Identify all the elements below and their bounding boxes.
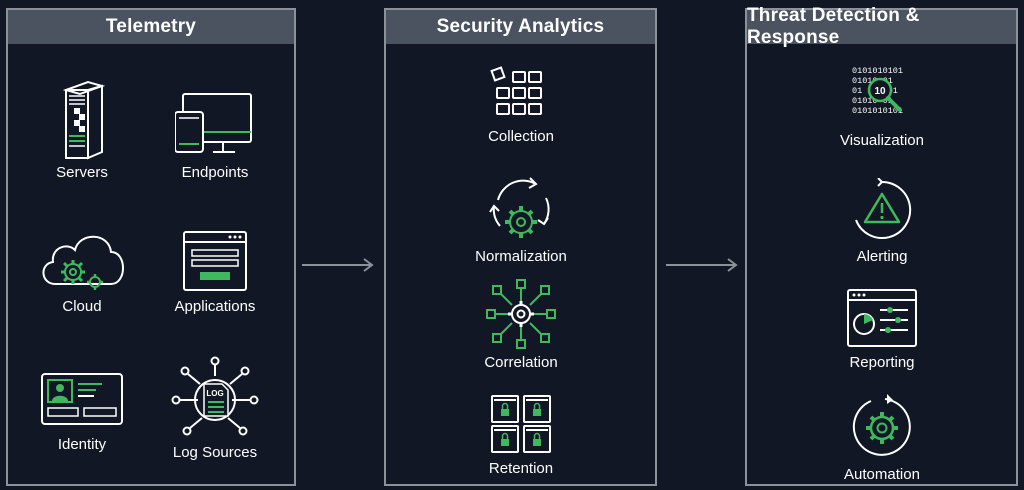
collection-icon bbox=[490, 66, 542, 115]
item-label: Servers bbox=[56, 164, 108, 181]
threat-detection-title: Threat Detection & Response bbox=[747, 5, 1016, 48]
item-label: Correlation bbox=[484, 354, 558, 371]
item-correlation: Correlation bbox=[451, 278, 591, 371]
item-collection: Collection bbox=[451, 66, 591, 145]
security-analytics-panel: Security Analytics Collection bbox=[384, 8, 657, 486]
identity-card-icon bbox=[41, 373, 123, 425]
item-identity: Identity bbox=[12, 372, 152, 453]
correlation-icon bbox=[486, 279, 556, 349]
cloud-icon bbox=[42, 235, 124, 290]
applications-icon bbox=[183, 231, 247, 291]
item-label: Log Sources bbox=[172, 444, 258, 461]
item-servers: Servers bbox=[12, 80, 152, 181]
retention-icon bbox=[491, 395, 551, 453]
item-alerting: Alerting bbox=[812, 178, 952, 265]
item-label: Normalization bbox=[475, 248, 567, 265]
binary-line: 0101010101 bbox=[852, 106, 903, 116]
item-normalization: Normalization bbox=[451, 174, 591, 265]
telemetry-title: Telemetry bbox=[8, 10, 294, 44]
item-applications: Applications bbox=[145, 230, 285, 315]
item-label: Retention bbox=[488, 460, 554, 477]
item-cloud: Cloud bbox=[12, 228, 152, 315]
binary-line: 01010 01 bbox=[852, 96, 893, 106]
normalization-icon bbox=[489, 177, 550, 238]
item-label: Endpoints bbox=[181, 164, 249, 181]
item-label: Alerting bbox=[856, 248, 908, 265]
item-label: Collection bbox=[488, 128, 554, 145]
flow-arrow-2 bbox=[666, 258, 738, 272]
automation-icon bbox=[852, 394, 911, 456]
item-label: Identity bbox=[57, 436, 107, 453]
log-sources-icon: LOG bbox=[171, 356, 259, 436]
threat-detection-panel: Threat Detection & Response 0101010101 0… bbox=[745, 5, 1018, 486]
flow-arrow-1 bbox=[302, 258, 374, 272]
item-retention: Retention bbox=[451, 394, 591, 477]
item-log-sources: LOG Log Sources bbox=[145, 356, 285, 461]
item-reporting: Reporting bbox=[812, 288, 952, 371]
endpoints-icon bbox=[175, 93, 252, 153]
item-label: Visualization bbox=[840, 132, 924, 149]
item-label: Applications bbox=[174, 298, 256, 315]
item-visualization: 0101010101 01010 01 01 10 101 01010 01 0… bbox=[812, 64, 952, 149]
item-label: Cloud bbox=[62, 298, 102, 315]
item-label: Automation bbox=[844, 466, 920, 483]
reporting-icon bbox=[847, 289, 917, 347]
alerting-icon bbox=[855, 178, 912, 239]
item-automation: Automation bbox=[812, 394, 952, 483]
log-badge: LOG bbox=[206, 389, 223, 398]
item-label: Reporting bbox=[849, 354, 915, 371]
binary-line: 0101010101 bbox=[852, 66, 903, 76]
item-endpoints: Endpoints bbox=[145, 88, 285, 181]
lens-text: 10 bbox=[874, 86, 886, 97]
telemetry-panel: Telemetry Servers bbox=[6, 8, 296, 486]
server-icon bbox=[62, 80, 106, 160]
security-analytics-title: Security Analytics bbox=[386, 10, 655, 44]
visualization-icon: 0101010101 01010 01 01 10 101 01010 01 0… bbox=[852, 66, 903, 116]
